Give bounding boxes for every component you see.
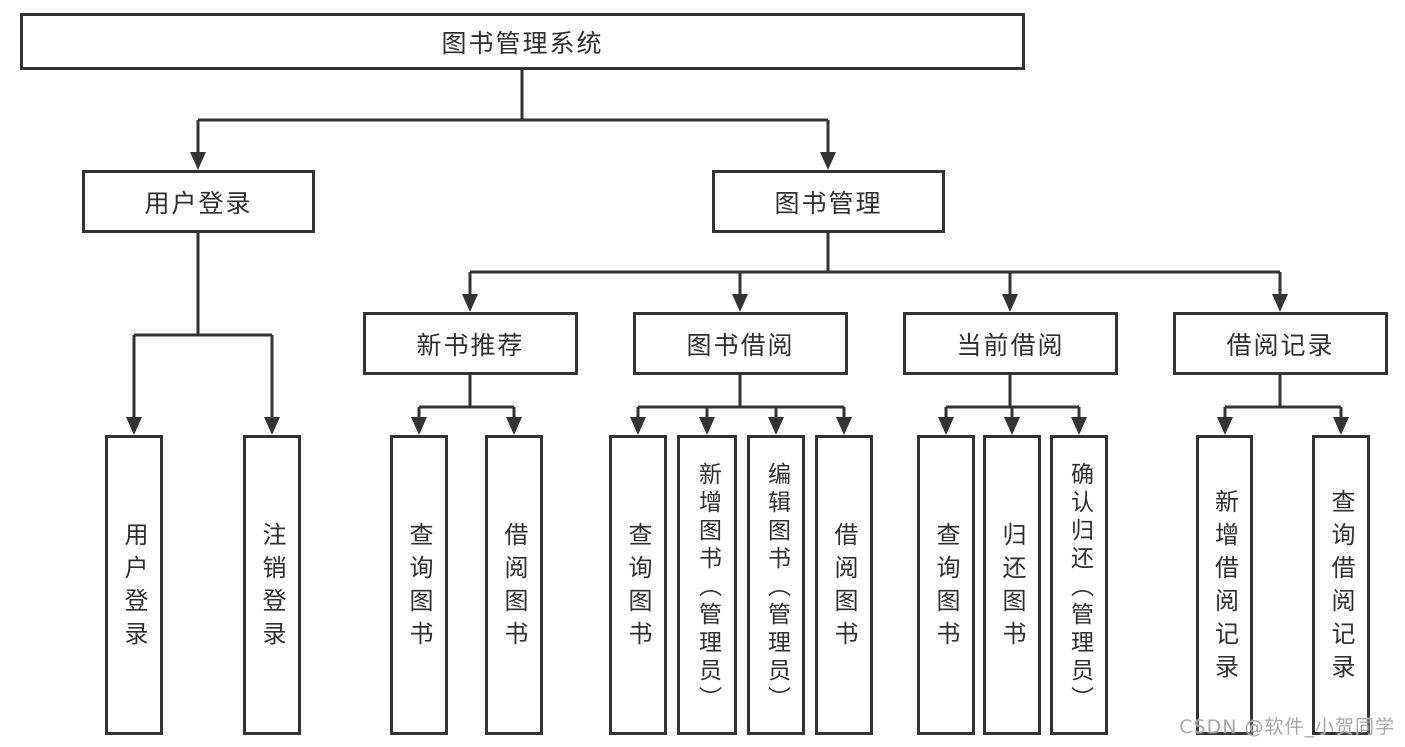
arrowhead-icon bbox=[264, 417, 280, 435]
node-label: 用户登录 bbox=[144, 188, 253, 218]
arrowhead-icon bbox=[506, 417, 522, 435]
node-label: 图书借阅 bbox=[686, 330, 795, 360]
leaf-query-books-current: 查询图书 bbox=[917, 435, 975, 735]
leaf-label: 查询图书 bbox=[405, 522, 433, 654]
leaf-add-books-admin: 新增图书（管理员） bbox=[677, 435, 737, 735]
node-label: 借阅记录 bbox=[1226, 330, 1335, 360]
node-label: 新书推荐 bbox=[416, 330, 525, 360]
node-current-borrow: 当前借阅 bbox=[903, 312, 1118, 375]
leaf-label: 查询借阅记录 bbox=[1327, 489, 1355, 687]
connector-current-borrow-branch bbox=[944, 375, 1081, 419]
arrowhead-icon bbox=[462, 294, 478, 312]
leaf-label: 归还图书 bbox=[998, 522, 1026, 654]
arrowhead-icon bbox=[411, 417, 427, 435]
arrowhead-icon bbox=[699, 417, 715, 435]
leaf-query-books-borrow: 查询图书 bbox=[609, 435, 667, 735]
arrowhead-icon bbox=[820, 152, 836, 170]
arrowhead-icon bbox=[1217, 417, 1233, 435]
node-label: 当前借阅 bbox=[956, 330, 1065, 360]
node-new-book-recommend: 新书推荐 bbox=[363, 312, 578, 375]
arrowhead-icon bbox=[768, 417, 784, 435]
arrowhead-icon bbox=[1333, 417, 1349, 435]
leaf-label: 查询图书 bbox=[932, 522, 960, 654]
leaf-label: 查询图书 bbox=[624, 522, 652, 654]
leaf-logout: 注销登录 bbox=[243, 435, 301, 735]
connector-user-login-branch bbox=[132, 233, 274, 419]
node-user-login: 用户登录 bbox=[82, 170, 315, 233]
arrowhead-icon bbox=[630, 417, 646, 435]
leaf-label: 注销登录 bbox=[258, 522, 286, 654]
node-borrow-records: 借阅记录 bbox=[1173, 312, 1388, 375]
leaf-user-login: 用户登录 bbox=[105, 435, 163, 735]
connector-book-borrow-branch bbox=[636, 375, 846, 419]
leaf-query-borrow-record: 查询借阅记录 bbox=[1312, 435, 1370, 735]
leaf-borrow-books-recommend: 借阅图书 bbox=[485, 435, 543, 735]
leaf-label: 借阅图书 bbox=[500, 522, 528, 654]
leaf-query-books-recommend: 查询图书 bbox=[390, 435, 448, 735]
leaf-label: 新增借阅记录 bbox=[1210, 489, 1239, 687]
node-label: 图书管理 bbox=[774, 188, 883, 218]
csdn-watermark: CSDN @软件_小贺同学 bbox=[1179, 716, 1395, 738]
arrowhead-icon bbox=[836, 417, 852, 435]
connector-new-book-branch bbox=[417, 375, 516, 419]
leaf-return-books: 归还图书 bbox=[983, 435, 1041, 735]
arrowhead-icon bbox=[190, 152, 206, 170]
leaf-edit-books-admin: 编辑图书（管理员） bbox=[747, 435, 805, 735]
leaf-add-borrow-record: 新增借阅记录 bbox=[1196, 435, 1253, 735]
node-book-management: 图书管理 bbox=[712, 170, 945, 233]
leaf-borrow-books: 借阅图书 bbox=[815, 435, 873, 735]
leaf-label: 新增图书（管理员） bbox=[694, 462, 721, 714]
arrowhead-icon bbox=[732, 294, 748, 312]
node-library-management-system: 图书管理系统 bbox=[20, 13, 1025, 70]
arrowhead-icon bbox=[938, 417, 954, 435]
leaf-confirm-return-admin: 确认归还（管理员） bbox=[1050, 435, 1108, 735]
leaf-label: 借阅图书 bbox=[830, 522, 858, 654]
leaf-label: 编辑图书（管理员） bbox=[763, 462, 790, 714]
arrowhead-icon bbox=[1002, 294, 1018, 312]
arrowhead-icon bbox=[1071, 417, 1087, 435]
arrowhead-icon bbox=[1272, 294, 1288, 312]
node-book-borrow: 图书借阅 bbox=[633, 312, 848, 375]
arrowhead-icon bbox=[1004, 417, 1020, 435]
connector-book-management-branch bbox=[468, 233, 1282, 296]
leaf-label: 确认归还（管理员） bbox=[1066, 462, 1093, 714]
arrowhead-icon bbox=[126, 417, 142, 435]
node-label: 图书管理系统 bbox=[441, 28, 604, 58]
leaf-label: 用户登录 bbox=[120, 522, 148, 654]
connector-borrow-records-branch bbox=[1223, 375, 1343, 419]
connector-root-to-level2 bbox=[196, 70, 830, 154]
